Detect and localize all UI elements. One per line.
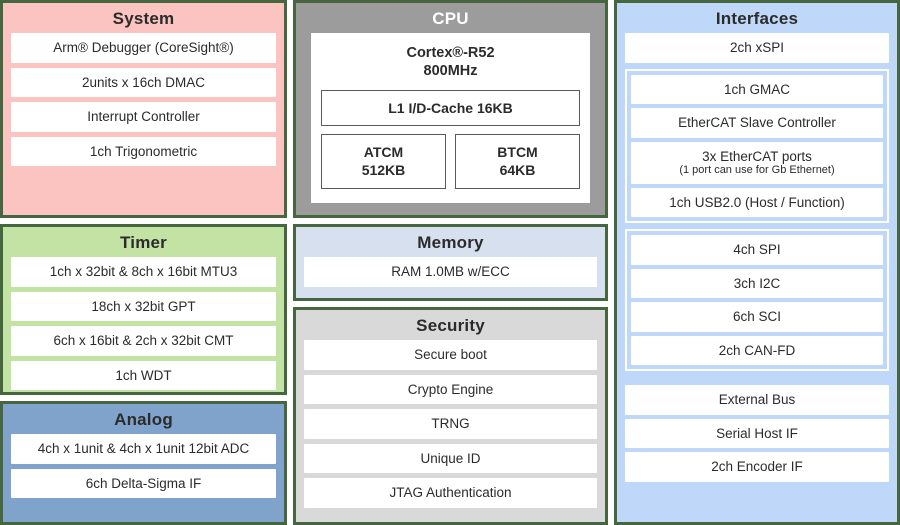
cpu-tcm-atcm: ATCM 512KB (321, 134, 446, 189)
item-label: Secure boot (414, 347, 487, 362)
block-title-timer: Timer (120, 233, 167, 252)
item-label: 2ch CAN-FD (718, 342, 796, 358)
list-item: 6ch SCI (631, 302, 883, 332)
block-title-analog: Analog (114, 410, 173, 429)
list-item: 6ch Delta-Sigma IF (11, 468, 276, 499)
list-item: 2ch xSPI (625, 33, 889, 63)
item-label: Arm® Debugger (CoreSight®) (53, 40, 234, 55)
list-item: Serial Host IF (625, 418, 889, 449)
interfaces-spacer (625, 375, 889, 381)
block-title-cpu: CPU (432, 9, 469, 28)
list-item: 1ch Trigonometric (11, 136, 276, 167)
list-item: 4ch x 1unit & 4ch x 1unit 12bit ADC (11, 434, 276, 464)
cpu-tcm-row: ATCM 512KB BTCM 64KB (321, 134, 580, 189)
block-title-interfaces: Interfaces (715, 9, 799, 28)
item-label: Unique ID (420, 450, 481, 466)
list-item: 1ch GMAC (631, 74, 883, 105)
item-label: Interrupt Controller (87, 109, 200, 125)
item-label: 6ch SCI (732, 309, 782, 325)
tcm-name: ATCM (363, 144, 404, 161)
block-analog: Analog 4ch x 1unit & 4ch x 1unit 12bit A… (0, 401, 287, 525)
memory-item-list: RAM 1.0MB w/ECC (296, 257, 605, 293)
cpu-core-name: Cortex®-R52 (406, 45, 495, 61)
list-item: TRNG (304, 409, 597, 439)
block-title-memory: Memory (417, 233, 484, 252)
item-label: 2units x 16ch DMAC (81, 74, 206, 90)
system-item-list: Arm® Debugger (CoreSight®) 2units x 16ch… (3, 33, 284, 172)
list-item: 1ch x 32bit & 8ch x 16bit MTU3 (11, 257, 276, 287)
item-sublabel: (1 port can use for Gb Ethernet) (679, 164, 835, 177)
analog-item-list: 4ch x 1unit & 4ch x 1unit 12bit ADC 6ch … (3, 434, 284, 504)
block-security: Security Secure boot Crypto Engine TRNG … (293, 307, 608, 525)
list-item: 3ch I2C (631, 268, 883, 299)
block-title-security: Security (416, 316, 485, 335)
list-item: 4ch SPI (631, 235, 883, 265)
list-item: 3x EtherCAT ports (1 port can use for Gb… (631, 141, 883, 184)
tcm-size: 512KB (361, 162, 406, 179)
item-label: 1ch GMAC (723, 81, 791, 97)
item-label: JTAG Authentication (389, 485, 512, 501)
item-label: 1ch x 32bit & 8ch x 16bit MTU3 (49, 264, 238, 279)
interface-group-serial: 4ch SPI 3ch I2C 6ch SCI 2ch CAN-FD (625, 229, 889, 372)
interfaces-item-list: 2ch xSPI 1ch GMAC EtherCAT Slave Control… (617, 33, 897, 487)
block-system: System Arm® Debugger (CoreSight®) 2units… (0, 0, 287, 218)
list-item: 2units x 16ch DMAC (11, 67, 276, 98)
item-label: 2ch xSPI (729, 40, 785, 55)
item-label: Serial Host IF (716, 425, 798, 441)
item-label: 6ch Delta-Sigma IF (85, 475, 202, 491)
item-label: 1ch WDT (115, 367, 172, 383)
tcm-name: BTCM (497, 144, 538, 161)
list-item: Arm® Debugger (CoreSight®) (11, 33, 276, 63)
cpu-core-frequency: 800MHz (423, 63, 478, 80)
list-item: 6ch x 16bit & 2ch x 32bit CMT (11, 326, 276, 356)
security-item-list: Secure boot Crypto Engine TRNG Unique ID… (296, 340, 605, 514)
list-item: 2ch Encoder IF (625, 452, 889, 482)
list-item: Unique ID (304, 443, 597, 474)
item-label: Crypto Engine (407, 381, 494, 397)
item-label: 4ch SPI (733, 242, 781, 258)
item-label: 3ch I2C (733, 275, 781, 291)
block-memory: Memory RAM 1.0MB w/ECC (293, 224, 608, 301)
item-label: 1ch Trigonometric (89, 143, 198, 159)
list-item: 1ch USB2.0 (Host / Function) (631, 187, 883, 218)
item-label: 1ch USB2.0 (Host / Function) (669, 194, 845, 210)
item-label: EtherCAT Slave Controller (678, 115, 836, 131)
timer-item-list: 1ch x 32bit & 8ch x 16bit MTU3 18ch x 32… (3, 257, 284, 392)
item-label: RAM 1.0MB w/ECC (391, 264, 510, 279)
block-title-system: System (112, 9, 175, 28)
cpu-core-panel: Cortex®-R52 800MHz L1 I/D-Cache 16KB ATC… (311, 33, 590, 203)
list-item: RAM 1.0MB w/ECC (304, 257, 597, 287)
item-label: TRNG (431, 416, 470, 432)
list-item: 1ch WDT (11, 360, 276, 391)
interface-group-network: 1ch GMAC EtherCAT Slave Controller 3x Et… (625, 68, 889, 224)
list-item: JTAG Authentication (304, 478, 597, 508)
list-item: Interrupt Controller (11, 102, 276, 132)
list-item: 18ch x 32bit GPT (11, 291, 276, 322)
list-item: 2ch CAN-FD (631, 335, 883, 366)
list-item: Secure boot (304, 340, 597, 370)
item-label: 3x EtherCAT ports (702, 148, 812, 164)
list-item: Crypto Engine (304, 374, 597, 405)
block-timer: Timer 1ch x 32bit & 8ch x 16bit MTU3 18c… (0, 224, 287, 395)
cpu-cache-box: L1 I/D-Cache 16KB (321, 90, 580, 127)
item-label: 4ch x 1unit & 4ch x 1unit 12bit ADC (37, 441, 250, 456)
tcm-size: 64KB (499, 162, 536, 179)
item-label: External Bus (718, 392, 796, 408)
list-item: External Bus (625, 385, 889, 415)
cpu-tcm-btcm: BTCM 64KB (455, 134, 580, 189)
item-label: 6ch x 16bit & 2ch x 32bit CMT (53, 333, 234, 349)
item-label: 18ch x 32bit GPT (91, 298, 196, 314)
block-cpu: CPU Cortex®-R52 800MHz L1 I/D-Cache 16KB… (293, 0, 608, 218)
block-interfaces: Interfaces 2ch xSPI 1ch GMAC EtherCAT Sl… (614, 0, 900, 525)
list-item: EtherCAT Slave Controller (631, 108, 883, 138)
cpu-core-info: Cortex®-R52 800MHz (321, 42, 580, 82)
item-label: 2ch Encoder IF (711, 459, 803, 475)
